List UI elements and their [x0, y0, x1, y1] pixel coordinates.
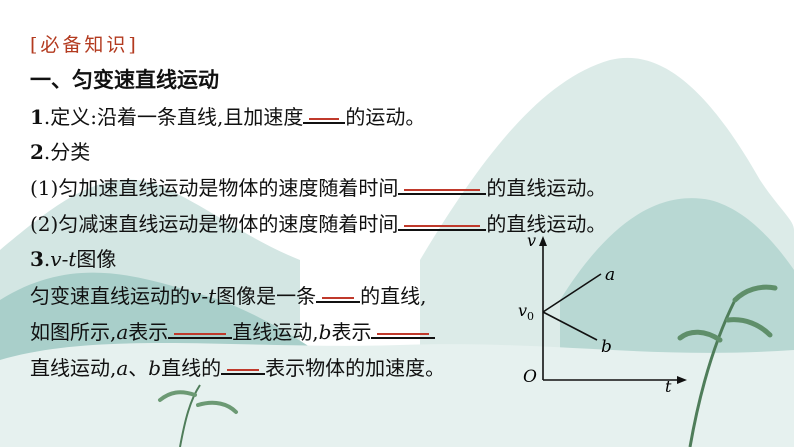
line-b-label: b: [601, 337, 612, 357]
decelerated-end: 的直线运动。: [486, 212, 607, 236]
line-b: [542, 311, 598, 341]
paragraph-line-3: 直线运动,a、b直线的表示物体的加速度。: [30, 355, 446, 380]
accelerated-line: (1)匀加速直线运动是物体的速度随着时间 的直线运动。: [30, 175, 606, 200]
accelerated-end: 的直线运动。: [486, 176, 607, 200]
accelerated-text: (1)匀加速直线运动是物体的速度随着时间: [30, 176, 399, 200]
line-a: [542, 273, 602, 313]
fill-blank: [371, 319, 436, 339]
origin-label: O: [523, 367, 537, 387]
x-axis-arrow: [677, 376, 687, 384]
fill-blank: [398, 175, 487, 195]
vt-graph-heading: 3.v-t图像: [30, 247, 117, 271]
fill-blank: [398, 211, 487, 231]
y-axis-arrow: [539, 236, 547, 246]
fill-blank: [303, 104, 346, 124]
decelerated-text: (2)匀减速直线运动是物体的速度随着时间: [30, 212, 399, 236]
definition-line: 1.定义:沿着一条直线,且加速度 的运动。: [30, 104, 425, 129]
definition-end: 的运动。: [345, 105, 426, 129]
fill-blank: [168, 319, 233, 339]
fill-blank: [221, 355, 266, 375]
item-number: 2: [30, 140, 44, 164]
v0-label: v0: [518, 301, 534, 323]
paragraph-line-1: 匀变速直线运动的v-t图像是一条的直线,: [30, 283, 427, 308]
section-tag: [必备知识]: [30, 34, 139, 56]
x-axis-label: t: [665, 377, 672, 395]
line-a-label: a: [605, 265, 615, 285]
definition-text: .定义:沿着一条直线,且加速度: [43, 105, 304, 129]
classification-text: .分类: [43, 140, 91, 164]
decelerated-line: (2)匀减速直线运动是物体的速度随着时间 的直线运动。: [30, 211, 606, 236]
item-number: 1: [30, 105, 44, 129]
fill-blank: [316, 283, 361, 303]
vt-graph: v t O v0 a b: [518, 231, 687, 395]
paragraph-line-2: 如图所示,a表示直线运动,b表示: [30, 319, 436, 344]
item-number: 3: [30, 247, 44, 271]
y-axis-label: v: [527, 231, 536, 250]
section-heading: 一、匀变速直线运动: [30, 67, 219, 92]
classification-line: 2.分类: [30, 140, 90, 164]
